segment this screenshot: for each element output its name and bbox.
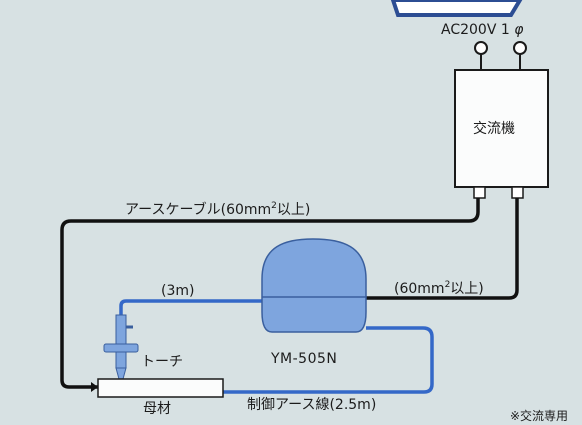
base-metal-label: 母材	[143, 401, 171, 417]
power-label: AC200V 1 φ	[441, 22, 524, 38]
control-earth-wire	[223, 326, 434, 394]
earth-cable-arrow	[91, 382, 98, 392]
control-earth-wire-label: 制御アース線(2.5m)	[247, 397, 377, 413]
machine-label: YM-505N	[271, 351, 338, 367]
ac-terminal-right	[511, 186, 524, 199]
ac-machine-box	[454, 69, 549, 188]
machine-body	[261, 238, 367, 333]
ac-terminal-left	[473, 186, 486, 199]
footnote: ※交流専用	[510, 409, 569, 423]
torch-cable-label: (3m)	[161, 283, 195, 299]
earth-cable	[60, 198, 480, 389]
top-corner-frame	[390, 0, 523, 17]
output-cable-label: (60mm2以上)	[394, 280, 484, 297]
ac-machine-label: 交流機	[473, 121, 515, 137]
base-metal	[97, 378, 224, 398]
power-terminal-left	[474, 41, 488, 72]
torch-label: トーチ	[141, 354, 183, 370]
torch-cable	[119, 299, 262, 316]
power-terminal-right	[513, 41, 527, 72]
machine-output-cable	[366, 198, 519, 300]
earth-cable-label: アースケーブル(60mm2以上)	[125, 201, 311, 218]
torch	[103, 314, 139, 380]
